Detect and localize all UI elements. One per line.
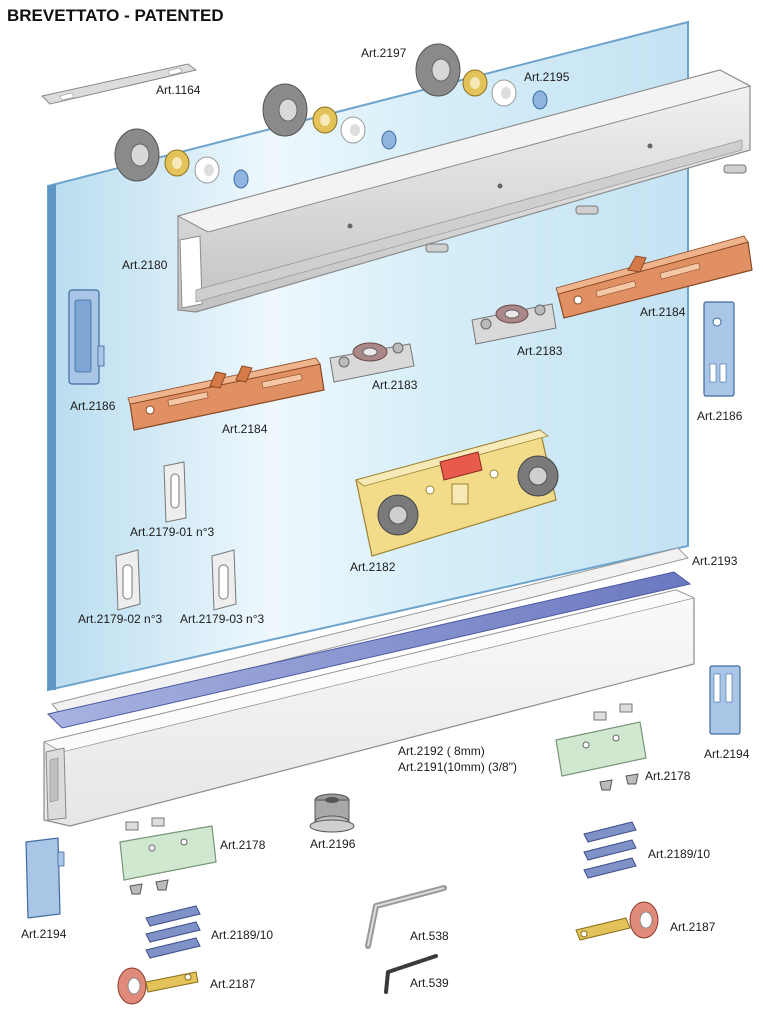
label-art2183-right: Art.2183 xyxy=(517,344,563,358)
label-art2183-left: Art.2183 xyxy=(372,378,418,392)
art539-hex-key xyxy=(384,954,438,994)
label-art538: Art.538 xyxy=(410,929,449,943)
art2178-guide-right xyxy=(555,703,647,791)
label-art2184-left: Art.2184 xyxy=(222,422,268,436)
art2182-roller-housing xyxy=(355,429,559,557)
art2183-roller-right xyxy=(471,303,557,345)
art2189-shims-right xyxy=(583,821,637,879)
art2189-shims-left xyxy=(145,905,201,959)
label-art2194-left: Art.2194 xyxy=(21,927,67,941)
label-art2186-left: Art.2186 xyxy=(70,399,116,413)
label-art2196: Art.2196 xyxy=(310,837,356,851)
label-art2195: Art.2195 xyxy=(524,70,570,84)
label-art2180: Art.2180 xyxy=(122,258,168,272)
label-art2179-03: Art.2179-03 n°3 xyxy=(180,612,265,626)
label-art2179-02: Art.2179-02 n°3 xyxy=(78,612,163,626)
label-art2186-right: Art.2186 xyxy=(697,409,743,423)
art2197-wheel-set-2 xyxy=(262,83,397,150)
art2187-wheel-bracket-right xyxy=(575,901,659,941)
label-art2179-01: Art.2179-01 n°3 xyxy=(130,525,215,539)
label-art2182: Art.2182 xyxy=(350,560,396,574)
art2184-carriage-left xyxy=(127,357,325,431)
label-art2197: Art.2197 xyxy=(361,46,407,60)
art2180-top-track xyxy=(176,69,752,313)
art2179-03-bracket xyxy=(211,549,237,611)
label-art2189-right: Art.2189/10 xyxy=(648,847,710,861)
page-title: BREVETTATO - PATENTED xyxy=(7,6,224,25)
art2186-plate-right xyxy=(703,301,735,397)
label-art2178-right: Art.2178 xyxy=(645,769,691,783)
art2183-roller-left xyxy=(329,342,415,383)
art2187-wheel-bracket-left xyxy=(117,967,199,1005)
art2197-wheel-set-1 xyxy=(114,128,249,189)
label-art2187-right: Art.2187 xyxy=(670,920,716,934)
art2178-guide-left xyxy=(119,817,217,895)
label-art2189-left: Art.2189/10 xyxy=(211,928,273,942)
art538-hex-key xyxy=(365,885,447,949)
art2196-bushing xyxy=(309,793,355,833)
label-art2193: Art.2193 xyxy=(692,554,738,568)
art2179-02-bracket xyxy=(115,549,141,611)
label-art2187-left: Art.2187 xyxy=(210,977,256,991)
art2184-carriage-right xyxy=(555,235,753,319)
art2192-bottom-channel xyxy=(42,571,696,827)
art2186-plate-left xyxy=(68,289,105,385)
label-art1164: Art.1164 xyxy=(156,83,201,97)
art2197-wheel-set-3 xyxy=(415,43,548,110)
label-art539: Art.539 xyxy=(410,976,449,990)
label-art2194-right: Art.2194 xyxy=(704,747,750,761)
label-art2178-left: Art.2178 xyxy=(220,838,266,852)
art2179-01-bracket xyxy=(163,461,187,523)
art2194-end-cap-left xyxy=(25,837,65,919)
label-art2184-right: Art.2184 xyxy=(640,305,686,319)
label-art2192: Art.2192 ( 8mm) xyxy=(398,744,485,758)
art1164-spacer-bar xyxy=(41,63,198,105)
art2194-end-cap-right xyxy=(709,665,741,735)
label-art2191: Art.2191(10mm) (3/8") xyxy=(398,760,517,774)
